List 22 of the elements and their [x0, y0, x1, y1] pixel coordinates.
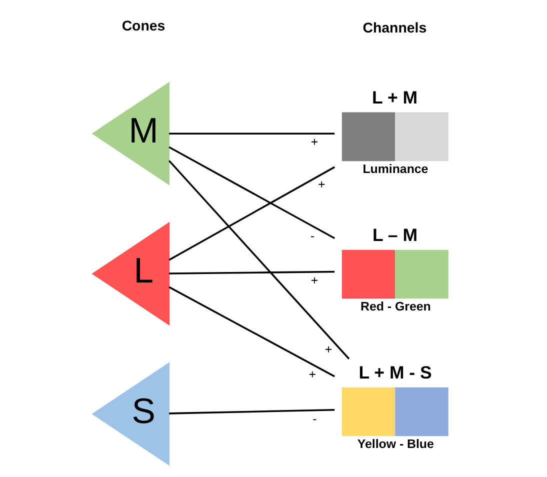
- connector: [168, 166, 334, 261]
- label: Cones: [121, 18, 165, 34]
- connector: [168, 286, 334, 378]
- edge-label: +: [310, 274, 318, 288]
- node-label: L + M - S: [358, 362, 432, 382]
- node-label: L + M: [372, 87, 418, 108]
- connector: [168, 160, 350, 360]
- edge-label: -: [310, 229, 314, 244]
- label: Channels: [362, 20, 426, 36]
- connector: [168, 146, 334, 240]
- edge-label: -: [312, 412, 316, 426]
- connector: [168, 270, 334, 274]
- node-label: Luminance: [362, 162, 428, 176]
- edge-label: +: [308, 367, 316, 382]
- node-label: L – M: [372, 224, 418, 245]
- node-label: Red - Green: [360, 299, 430, 314]
- node-label: Yellow - Blue: [356, 436, 434, 451]
- connector: [168, 132, 334, 134]
- connector: [168, 409, 334, 414]
- edge-label: +: [324, 342, 332, 357]
- edge-label: +: [310, 135, 318, 150]
- edge-label: +: [317, 177, 325, 192]
